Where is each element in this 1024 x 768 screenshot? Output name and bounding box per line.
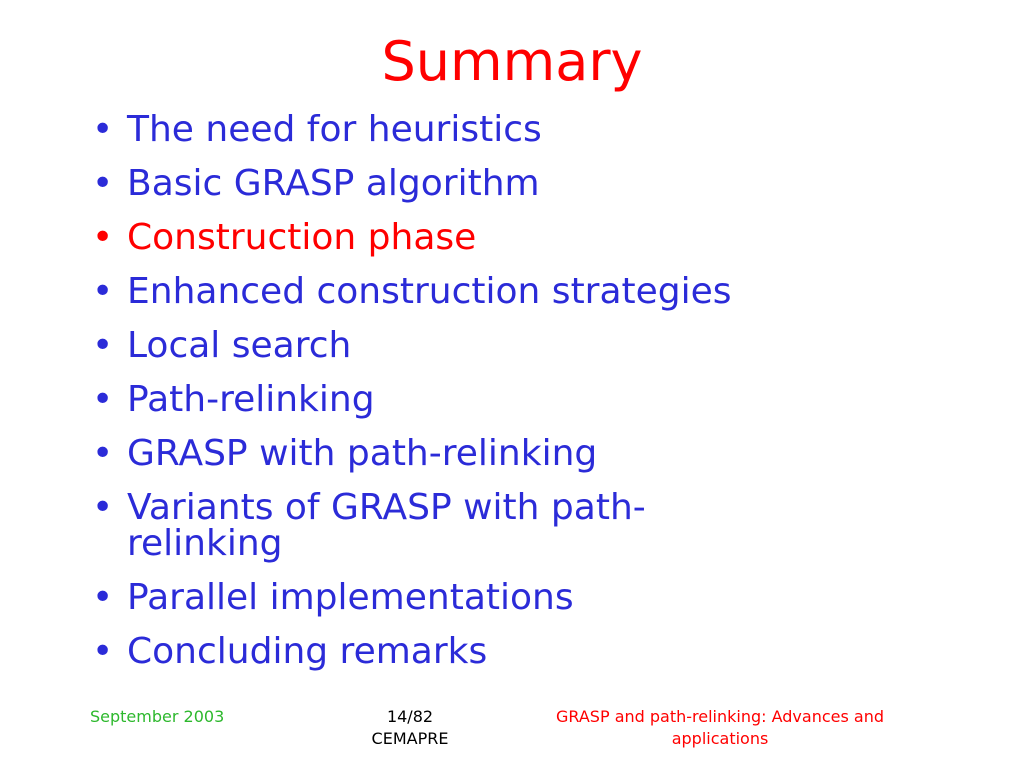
bullet-glyph: • [92, 163, 114, 204]
bullet-item: • Construction phase [92, 220, 912, 256]
bullet-glyph: • [92, 577, 114, 618]
bullet-glyph: • [92, 379, 114, 420]
bullet-text: Parallel implementations [127, 577, 574, 618]
bullet-text: Basic GRASP algorithm [127, 163, 540, 204]
footer-page-number: 14/82 [386, 707, 434, 726]
bullet-item: • The need for heuristics [92, 112, 912, 148]
bullet-glyph: • [92, 433, 114, 474]
bullet-item: • Path-relinking [92, 382, 912, 418]
bullet-glyph: • [92, 487, 114, 528]
footer-page-info: 14/82 CEMAPRE [330, 706, 490, 750]
footer-venue: CEMAPRE [371, 729, 449, 748]
bullet-text: Construction phase [127, 217, 477, 258]
bullet-text: GRASP with path-relinking [127, 433, 598, 474]
bullet-item: • Concluding remarks [92, 634, 912, 670]
footer-date: September 2003 [90, 707, 225, 726]
bullet-item: • Basic GRASP algorithm [92, 166, 912, 202]
bullet-text: Local search [127, 325, 352, 366]
bullet-glyph: • [92, 271, 114, 312]
bullet-text: Path-relinking [127, 379, 375, 420]
bullet-list: • The need for heuristics • Basic GRASP al… [92, 112, 912, 688]
bullet-text: Enhanced construction strategies [127, 271, 732, 312]
footer-talk-title: GRASP and path-relinking: Advances and a… [520, 706, 920, 750]
bullet-item: • GRASP with path-relinking [92, 436, 912, 472]
bullet-item: • Enhanced construction strategies [92, 274, 912, 310]
bullet-text: Concluding remarks [127, 631, 488, 672]
footer-talk-title-line1: GRASP and path-relinking: Advances and [555, 707, 885, 726]
bullet-glyph: • [92, 631, 114, 672]
bullet-glyph: • [92, 217, 114, 258]
bullet-item: • Variants of GRASP with path-relinking [92, 490, 912, 562]
footer-talk-title-line2: applications [671, 729, 769, 748]
bullet-item: • Local search [92, 328, 912, 364]
bullet-text: Variants of GRASP with path-relinking [127, 487, 646, 564]
bullet-item: • Parallel implementations [92, 580, 912, 616]
bullet-glyph: • [92, 109, 114, 150]
slide-title: Summary [381, 30, 643, 93]
bullet-glyph: • [92, 325, 114, 366]
bullet-text: The need for heuristics [127, 109, 542, 150]
